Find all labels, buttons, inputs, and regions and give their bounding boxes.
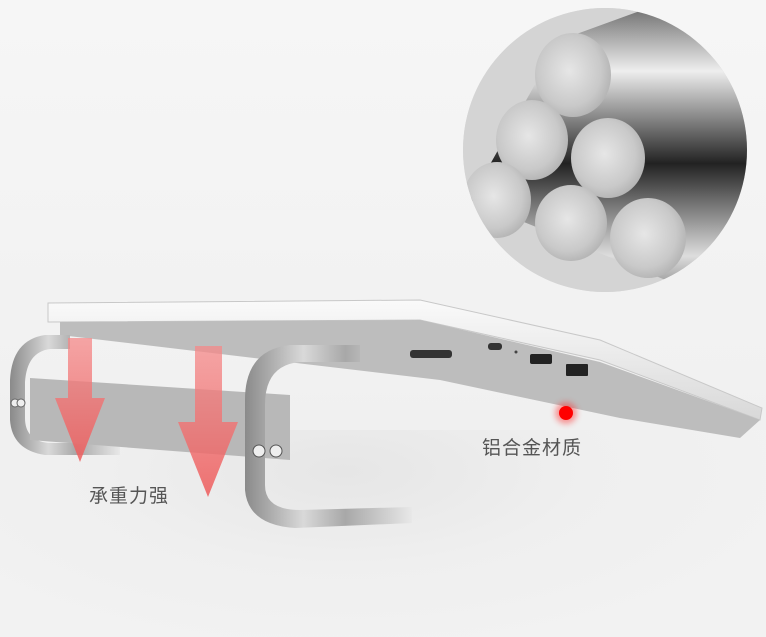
usb-a-port — [566, 364, 588, 376]
status-led — [514, 350, 518, 354]
load-bearing-label: 承重力强 — [89, 485, 170, 507]
load-arrow-right — [178, 346, 238, 497]
floor-shadow — [0, 430, 766, 637]
usb-c-port — [488, 343, 502, 350]
laptop — [47, 299, 763, 438]
material-marker — [559, 406, 573, 420]
stand-right-leg — [245, 345, 412, 528]
material-inset — [463, 8, 747, 292]
load-arrow-left — [55, 338, 105, 462]
hdmi-port — [530, 354, 552, 364]
material-label: 铝合金材质 — [482, 437, 583, 459]
